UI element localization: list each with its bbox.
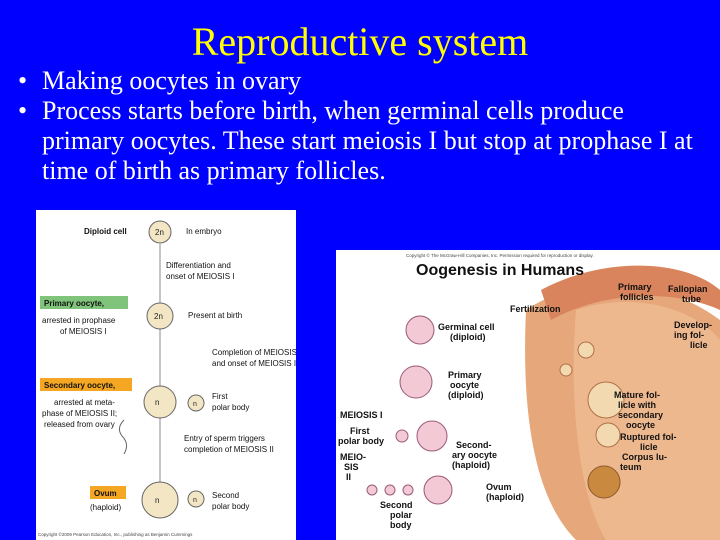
primary-oocyte-box	[40, 296, 128, 309]
svg-text:body: body	[390, 520, 412, 530]
svg-text:MEIOSIS I: MEIOSIS I	[340, 410, 383, 420]
svg-text:ary oocyte: ary oocyte	[452, 450, 497, 460]
bullet-item: •Making oocytes in ovary	[18, 66, 302, 95]
svg-text:polar: polar	[390, 510, 413, 520]
diploid-cell-icon	[148, 220, 172, 244]
sperm-icon	[118, 419, 128, 455]
svg-text:Fertilization: Fertilization	[510, 304, 561, 314]
oogenesis-flow-figure: Diploid cell 2n In embryo Differentiatio…	[36, 210, 296, 540]
svg-text:oocyte: oocyte	[450, 380, 479, 390]
germinal-cell-icon	[405, 315, 435, 345]
ovum-box	[90, 486, 126, 499]
figure-title: Oogenesis in Humans	[416, 262, 584, 279]
svg-text:Primary oocyte,: Primary oocyte,	[44, 299, 104, 308]
secondary-oocyte-icon	[143, 385, 177, 419]
svg-text:oocyte: oocyte	[626, 420, 655, 430]
svg-text:First: First	[350, 426, 370, 436]
secondary-oocyte-cell-icon	[416, 420, 448, 452]
svg-text:Germinal cell: Germinal cell	[438, 322, 495, 332]
svg-text:(haploid): (haploid)	[452, 460, 490, 470]
svg-text:Ovum: Ovum	[94, 489, 117, 498]
svg-text:Fallopian: Fallopian	[668, 284, 708, 294]
svg-text:secondary: secondary	[618, 410, 663, 420]
svg-text:and onset of MEIOSIS II: and onset of MEIOSIS II	[212, 359, 296, 368]
slide-title: Reproductive system	[191, 19, 529, 64]
svg-text:onset of MEIOSIS I: onset of MEIOSIS I	[166, 272, 234, 281]
diploid-cell-label: Diploid cell	[84, 227, 127, 236]
svg-text:First: First	[212, 392, 228, 401]
ovum-icon	[141, 481, 179, 519]
svg-text:tube: tube	[682, 294, 701, 304]
svg-text:of MEIOSIS I: of MEIOSIS I	[60, 327, 107, 336]
svg-text:(diploid): (diploid)	[450, 332, 486, 342]
bullet-item: •Process starts before birth, when germi…	[18, 96, 693, 185]
svg-text:II: II	[346, 472, 351, 482]
svg-text:arrested at meta-: arrested at meta-	[54, 398, 115, 407]
svg-text:n: n	[155, 496, 159, 505]
right-figure-copyright: Copyright © The McGraw-Hill Companies, I…	[406, 252, 594, 258]
svg-text:licle: licle	[640, 442, 658, 452]
svg-text:polar body: polar body	[338, 436, 384, 446]
in-embryo-label: In embryo	[186, 227, 222, 236]
second-polar-body-cell-icon	[402, 484, 414, 496]
svg-text:Ovum: Ovum	[486, 482, 512, 492]
left-figure-copyright: Copyright ©2009 Pearson Education, Inc.,…	[38, 531, 193, 537]
svg-text:Second-: Second-	[456, 440, 492, 450]
svg-text:Present at birth: Present at birth	[188, 311, 242, 320]
ovum-cell-icon	[423, 475, 453, 505]
svg-text:Primary: Primary	[448, 370, 482, 380]
svg-text:n: n	[155, 398, 159, 407]
svg-text:licle: licle	[690, 340, 708, 350]
svg-text:released from ovary: released from ovary	[44, 420, 115, 429]
primary-oocyte-cell-icon	[399, 365, 433, 399]
svg-text:Completion of MEIOSIS I: Completion of MEIOSIS I	[212, 348, 296, 357]
svg-text:polar body: polar body	[212, 403, 249, 412]
svg-text:polar body: polar body	[212, 502, 249, 511]
oogenesis-humans-figure: Copyright © The McGraw-Hill Companies, I…	[336, 250, 720, 540]
svg-text:Entry of sperm triggers: Entry of sperm triggers	[184, 434, 265, 443]
svg-text:licle with: licle with	[618, 400, 656, 410]
svg-text:Secondary oocyte,: Secondary oocyte,	[44, 381, 115, 390]
fallopian-tube-illustration	[541, 265, 720, 320]
svg-text:(haploid): (haploid)	[486, 492, 524, 502]
svg-text:Differentiation and: Differentiation and	[166, 261, 231, 270]
svg-text:ing fol-: ing fol-	[674, 330, 704, 340]
svg-text:n: n	[193, 401, 197, 408]
svg-text:arrested in prophase: arrested in prophase	[42, 316, 116, 325]
corpus-luteum-icon	[587, 465, 621, 499]
svg-text:follicles: follicles	[620, 292, 654, 302]
svg-text:2n: 2n	[155, 228, 164, 237]
svg-text:(diploid): (diploid)	[448, 390, 484, 400]
svg-text:(haploid): (haploid)	[90, 503, 121, 512]
svg-text:phase of MEIOSIS II;: phase of MEIOSIS II;	[42, 409, 117, 418]
bullet-list: •Making oocytes in ovary •Process starts…	[18, 66, 708, 186]
svg-text:Mature fol-: Mature fol-	[614, 390, 660, 400]
svg-text:Second: Second	[212, 491, 239, 500]
svg-text:Ruptured fol-: Ruptured fol-	[620, 432, 677, 442]
primary-oocyte-icon	[146, 302, 174, 330]
first-polar-body-icon	[187, 394, 205, 412]
svg-text:MEIO-: MEIO-	[340, 452, 366, 462]
svg-text:teum: teum	[620, 462, 642, 472]
svg-text:completion of MEIOSIS II: completion of MEIOSIS II	[184, 445, 274, 454]
svg-text:Primary: Primary	[618, 282, 652, 292]
second-polar-body-icon	[187, 490, 205, 508]
secondary-oocyte-box	[40, 378, 132, 391]
svg-text:n: n	[193, 497, 197, 504]
svg-text:Corpus lu-: Corpus lu-	[622, 452, 667, 462]
svg-text:SIS: SIS	[344, 462, 359, 472]
svg-text:2n: 2n	[154, 312, 163, 321]
mature-follicle-icon	[587, 381, 625, 419]
svg-text:Develop-: Develop-	[674, 320, 712, 330]
bullet-dot-icon: •	[18, 96, 28, 125]
bullet-dot-icon: •	[18, 66, 28, 95]
svg-text:Second: Second	[380, 500, 413, 510]
